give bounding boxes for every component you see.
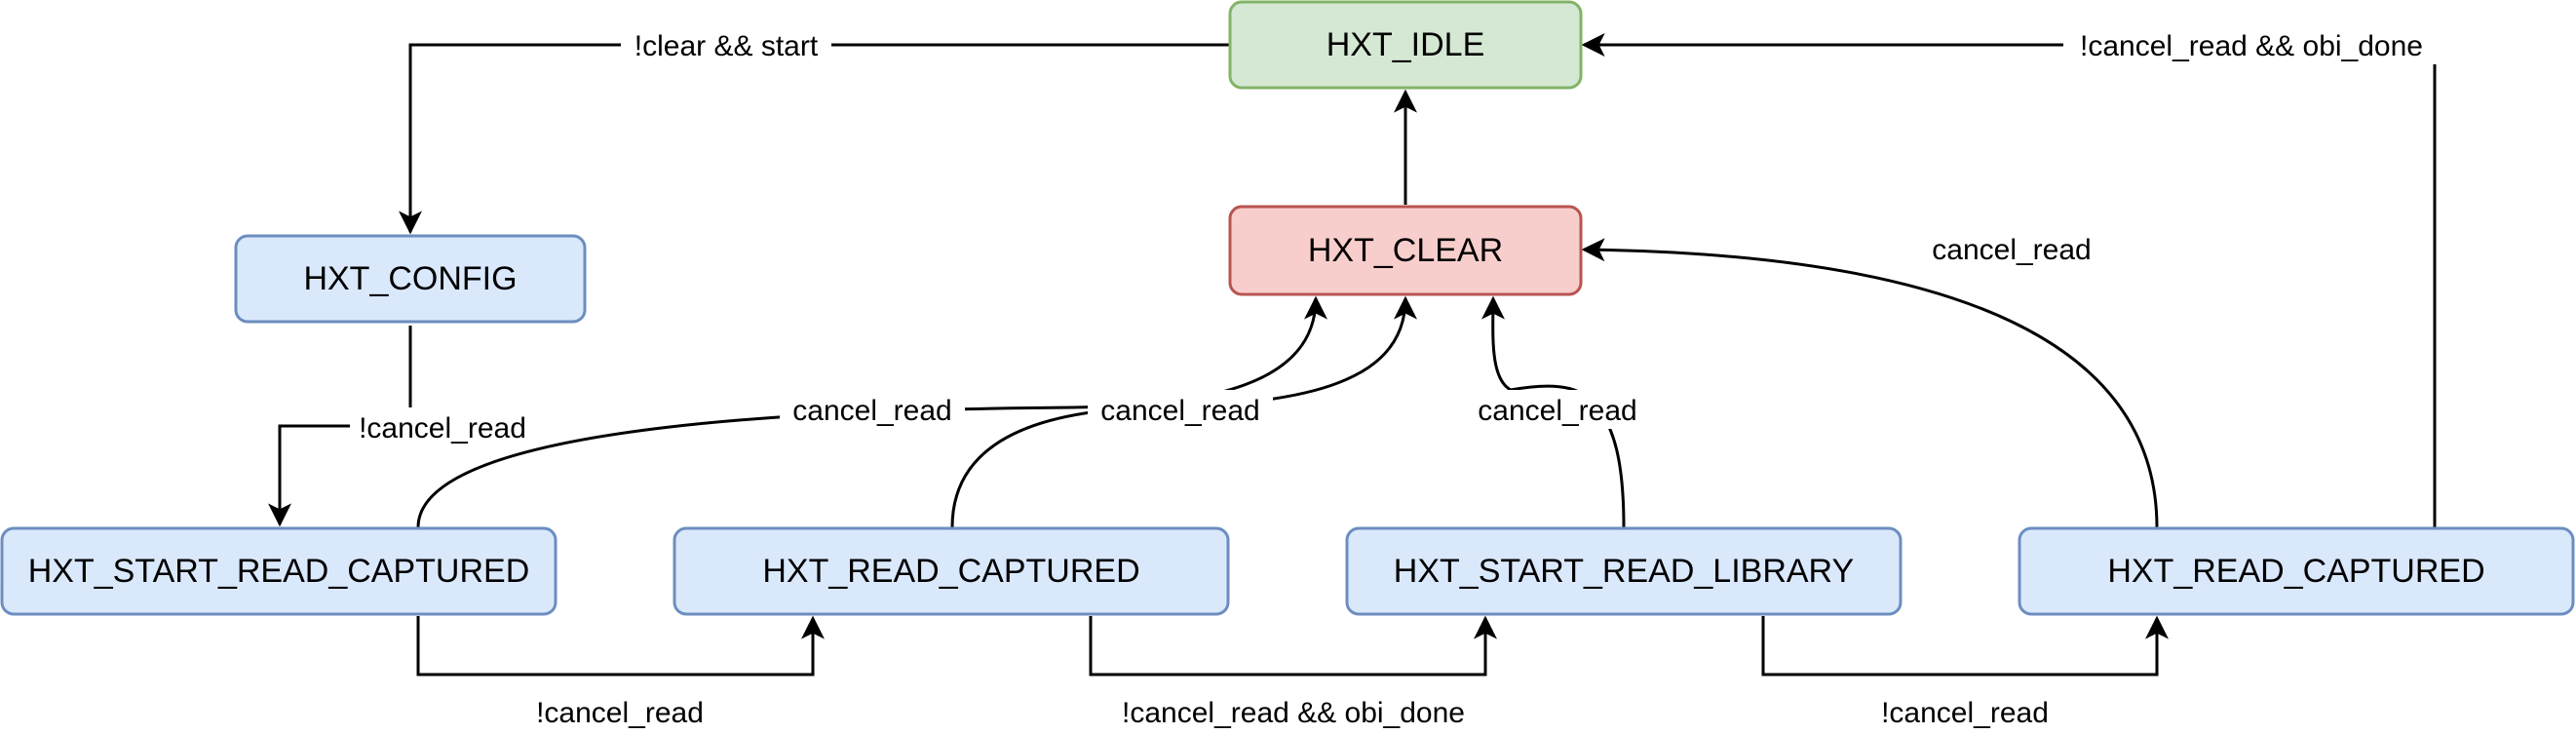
state-label: HXT_READ_CAPTURED (2107, 553, 2484, 590)
edge-start-to-read-captured-1 (416, 615, 825, 676)
edge-label-read-captured-2-to-clear: cancel_read (1932, 234, 2091, 266)
edge-label-config-to-start: !cancel_read (359, 412, 526, 444)
state-hxt-start-read-library[interactable]: HXT_START_READ_LIBRARY (1345, 526, 1903, 616)
state-label: HXT_CONFIG (303, 260, 517, 297)
edge-label-read-captured-1-to-library: !cancel_read && obi_done (1122, 697, 1465, 729)
state-hxt-clear[interactable]: HXT_CLEAR (1228, 205, 1583, 296)
edge-label-read-captured-1-to-clear: cancel_read (1100, 395, 1259, 427)
edge-label-library-to-clear: cancel_read (1478, 395, 1636, 427)
edge-library-to-read-captured-2 (1761, 615, 2169, 676)
state-hxt-config[interactable]: HXT_CONFIG (234, 234, 587, 324)
edge-label-start-to-read-captured-1: !cancel_read (536, 697, 704, 729)
edge-idle-to-config (399, 43, 1230, 235)
state-label: HXT_READ_CAPTURED (762, 553, 1139, 590)
state-label: HXT_CLEAR (1308, 232, 1503, 269)
edge-labels: !clear && start !cancel_read !cancel_rea… (350, 25, 2440, 729)
edge-read-captured-1-to-library (1089, 615, 1497, 676)
edge-label-library-to-read-captured-2: !cancel_read (1881, 697, 2049, 729)
state-label: HXT_START_READ_LIBRARY (1394, 553, 1854, 590)
state-hxt-read-captured-1[interactable]: HXT_READ_CAPTURED (673, 526, 1230, 616)
state-hxt-start-read-captured[interactable]: HXT_START_READ_CAPTURED (0, 526, 557, 616)
edge-label-read-captured-2-to-idle: !cancel_read && obi_done (2080, 30, 2423, 62)
edge-library-to-clear (1480, 295, 1626, 528)
state-hxt-read-captured-2[interactable]: HXT_READ_CAPTURED (2018, 526, 2575, 616)
edge-read-captured-2-to-idle (1581, 33, 2437, 527)
edge-start-to-clear (416, 295, 1327, 528)
state-label: HXT_START_READ_CAPTURED (28, 553, 530, 590)
nodes: HXT_IDLE HXT_CONFIG HXT_CLEAR HXT_START_… (0, 0, 2575, 616)
edge-label-start-to-clear: cancel_read (792, 395, 951, 427)
state-hxt-idle[interactable]: HXT_IDLE (1228, 0, 1583, 90)
edge-config-to-start-read-captured (268, 326, 412, 527)
state-label: HXT_IDLE (1326, 26, 1485, 63)
edge-label-idle-to-config: !clear && start (634, 30, 819, 62)
edge-read-captured-2-to-clear (1581, 238, 2159, 528)
